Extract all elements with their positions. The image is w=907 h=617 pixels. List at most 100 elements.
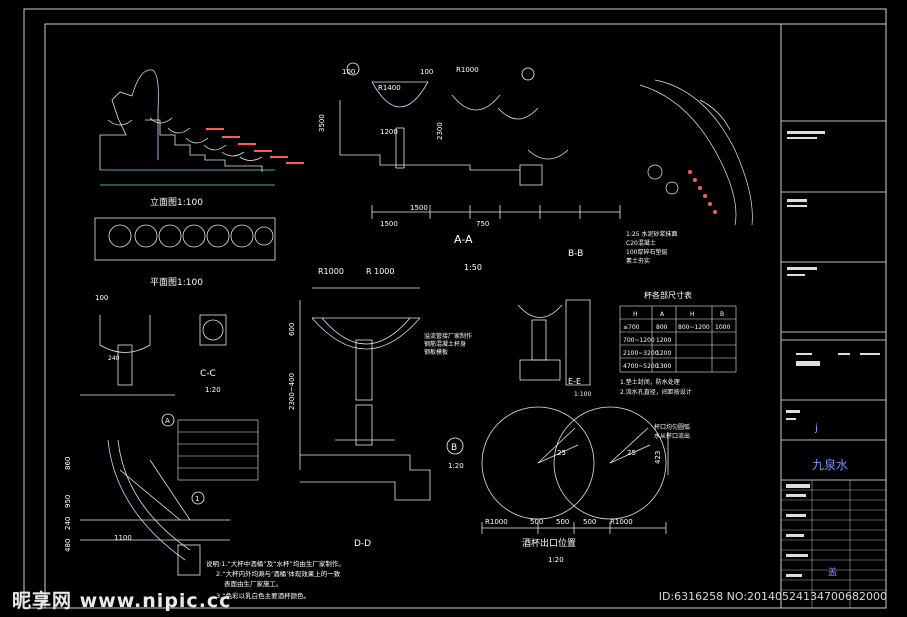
cup-table-cell: ≤700 <box>623 324 640 331</box>
svg-text:水从杯口流出: 水从杯口流出 <box>654 432 690 440</box>
title-block-small-text <box>786 131 880 577</box>
cup-table-header: B <box>720 311 724 318</box>
bowl-callouts: 溢流管接厂家制作 钢筋混凝土杯身 钢板模板 <box>424 332 472 356</box>
cup-table-cell: 800~1200 <box>678 324 710 331</box>
detail-marker-a-top <box>346 62 360 76</box>
detail-b-scale: 1:20 <box>448 462 464 470</box>
general-notes: 说明:1.“大杯中酒桶”及“水杯”均由生厂家制作。 2.“大杯内外均涮与‘酒桶’… <box>206 559 345 600</box>
bowl-r1000-left: R1000 <box>318 267 344 276</box>
bowl-dim-2300-400: 2300~400 <box>288 373 296 410</box>
spout-r1000-left: R1000 <box>485 518 508 526</box>
section-cc-dim-100: 100 <box>95 294 108 302</box>
svg-text:说明:1.“大杯中酒桶”及“水杯”均由生厂家制作。: 说明:1.“大杯中酒桶”及“水杯”均由生厂家制作。 <box>206 559 345 568</box>
plan-title: 平面图1:100 <box>150 277 203 288</box>
spout-title: 酒杯出口位置 <box>522 537 576 549</box>
detail-a-label: A <box>165 417 170 425</box>
cup-table-header: H <box>633 311 638 318</box>
svg-text:表面由生厂家施工。: 表面由生厂家施工。 <box>224 579 283 588</box>
detail-a-view <box>80 439 230 576</box>
section-aa-dim-1500b: 1500 <box>410 204 428 212</box>
svg-text:1:25 水泥砂浆抹面: 1:25 水泥砂浆抹面 <box>626 230 677 238</box>
svg-text:钢筋混凝土杯身: 钢筋混凝土杯身 <box>424 340 466 348</box>
plan-view <box>94 217 276 261</box>
spout-angle-25a: 25 <box>557 449 566 457</box>
section-cc-view <box>80 314 227 396</box>
spout-scale: 1:20 <box>548 556 564 564</box>
section-bb-title: B-B <box>568 249 583 259</box>
elevation-title: 立面图1:100 <box>150 196 203 208</box>
material-callouts: 1:25 水泥砂浆抹面 C20混凝土 100厚碎石垫层 素土夯实 <box>626 230 677 265</box>
section-cc-dim-240: 240 <box>108 355 120 362</box>
spout-dim-423: 423 <box>654 451 662 464</box>
bowl-section-view <box>299 287 431 501</box>
section-cc-scale: 1:20 <box>205 386 221 394</box>
detail-a-dim-240: 240 <box>64 517 72 530</box>
detail-a-dim-1100: 1100 <box>114 534 132 542</box>
section-aa-dim-100b: 100 <box>420 68 433 76</box>
spout-r1000-right: R1000 <box>610 518 633 526</box>
elevation-view <box>99 69 275 186</box>
layer-table <box>177 419 259 481</box>
spout-dim-500b: 500 <box>556 518 569 526</box>
section-dd-title: D-D <box>354 539 371 549</box>
cup-table-header: H <box>690 311 695 318</box>
cup-table-grid <box>619 305 737 373</box>
watermark-left: 昵享网 www.nipic.cc <box>12 590 232 612</box>
cup-table-cell: 1300 <box>656 363 671 370</box>
inner-border <box>44 23 887 609</box>
section-ee-view <box>517 299 591 386</box>
svg-text:钢板模板: 钢板模板 <box>424 348 448 356</box>
svg-text:1.垫土封闭，防水处理: 1.垫土封闭，防水处理 <box>620 378 680 386</box>
title-block-rows <box>781 480 886 608</box>
spout-callouts: 杯口均匀圆弧 水从杯口流出 <box>654 423 690 440</box>
location-plan-markers <box>688 170 717 214</box>
svg-text:素土夯实: 素土夯实 <box>626 257 650 265</box>
svg-text:2.流水孔直径，间距按设计: 2.流水孔直径，间距按设计 <box>620 388 692 396</box>
section-aa-r1400: R1400 <box>378 84 401 92</box>
bowl-dim-600: 600 <box>288 323 296 336</box>
cup-table-cell: 1000 <box>715 324 730 331</box>
cup-table-cell: 700~1200 <box>623 337 655 344</box>
svg-text:杯口均匀圆弧: 杯口均匀圆弧 <box>654 423 690 431</box>
svg-text:C20混凝土: C20混凝土 <box>626 239 656 247</box>
cup-table-title: 杯各部尺寸表 <box>644 290 692 300</box>
elevation-level-marks <box>206 128 304 164</box>
section-ee-title: E-E <box>568 377 581 386</box>
spout-position-view <box>481 406 669 534</box>
spout-dim-500a: 500 <box>530 518 543 526</box>
cup-table-notes: 1.垫土封闭，防水处理 2.流水孔直径，间距按设计 <box>620 378 692 396</box>
svg-text:2.“大杯内外均涮与‘酒桶’体现效果上的一致: 2.“大杯内外均涮与‘酒桶’体现效果上的一致 <box>216 569 341 578</box>
section-cc-title: C-C <box>200 369 216 379</box>
section-aa-scale: 1:50 <box>464 263 482 272</box>
detail-1-label: 1 <box>195 495 199 503</box>
detail-marker-b-top <box>521 67 535 81</box>
cup-table-cell: 1200 <box>656 337 671 344</box>
cup-table-cell: 2100~3200 <box>623 350 659 357</box>
bowl-r1000-right: R 1000 <box>366 267 394 276</box>
section-aa-view <box>339 81 621 219</box>
detail-a-dim-480: 480 <box>64 539 72 552</box>
section-aa-dim-2300: 2300 <box>436 122 444 140</box>
section-aa-dim-1500a: 1500 <box>380 220 398 228</box>
section-aa-dim-100a: 100 <box>342 68 355 76</box>
project-name: 九泉水 <box>812 458 848 472</box>
svg-text:溢流管接厂家制作: 溢流管接厂家制作 <box>424 332 472 340</box>
cup-table-cell: 4700~5200 <box>623 363 659 370</box>
watermark-right: ID:6316258 NO:20140524134700682000 <box>658 590 887 603</box>
cup-table-cell: 1200 <box>656 350 671 357</box>
cup-table-cell: 800 <box>656 324 668 331</box>
detail-a-dim-950: 950 <box>64 495 72 508</box>
svg-text:3.“色彩以乳白色主要酒杯颜色。: 3.“色彩以乳白色主要酒杯颜色。 <box>216 591 310 600</box>
section-aa-dim-1200: 1200 <box>380 128 398 136</box>
spout-angle-25b: 25 <box>627 449 636 457</box>
cup-table-cells: H A H B ≤700 800 800~1200 1000 700~1200 … <box>623 311 730 370</box>
cup-table-header: A <box>660 311 665 318</box>
section-aa-title: A-A <box>454 233 473 246</box>
section-aa-dim-750: 750 <box>476 220 489 228</box>
title-block-mark: j <box>814 423 818 434</box>
location-plan <box>639 79 753 226</box>
detail-a-dim-860: 860 <box>64 457 72 470</box>
svg-text:100厚碎石垫层: 100厚碎石垫层 <box>626 248 667 256</box>
section-aa-dim-3500: 3500 <box>318 114 326 132</box>
